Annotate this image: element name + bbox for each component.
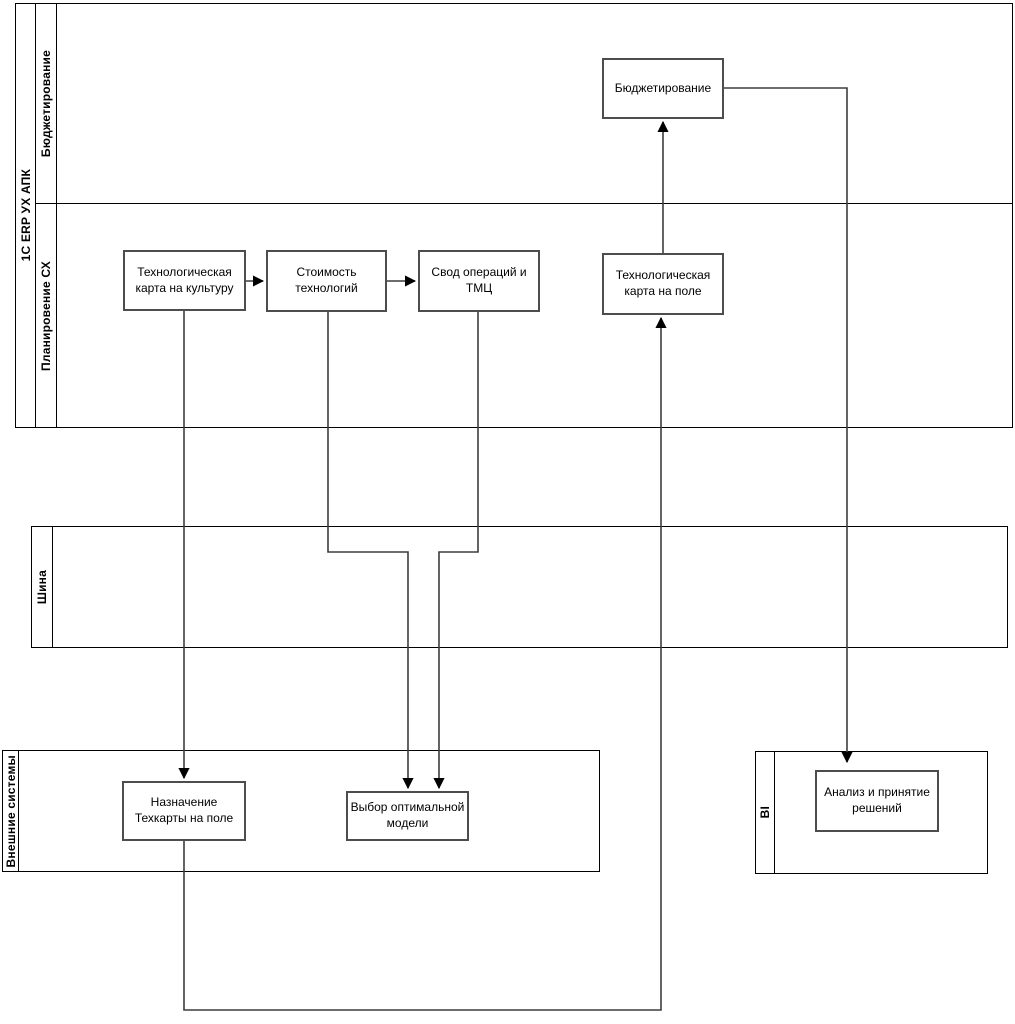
pool-external-systems[interactable]: Внешние системы (2, 750, 600, 872)
lane-planning-label-column: Планировение СХ (36, 204, 57, 427)
pool-bus[interactable]: Шина (31, 526, 1008, 648)
node-optimal-model-label: Выбор оптимальной модели (350, 800, 465, 830)
node-operations-summary-label: Свод операций и ТМЦ (431, 265, 527, 295)
edge-operations-to-model[interactable] (433, 312, 479, 790)
pool-bi[interactable]: BI (755, 751, 988, 874)
node-optimal-model[interactable]: Выбор оптимальной модели (346, 791, 469, 841)
pool-erp-title-column: 1С ERP УХ АПК (16, 4, 36, 427)
pool-external-systems-title-column: Внешние системы (3, 751, 19, 871)
node-cost-of-tech[interactable]: Стоимость технологий (266, 250, 387, 312)
edge-budgeting-to-bi[interactable] (724, 87, 853, 764)
node-tech-card-field[interactable]: Технологическая карта на поле (602, 253, 724, 315)
edge-assign-to-field[interactable] (183, 316, 667, 1011)
node-tech-card-culture[interactable]: Технологическая карта на культуру (123, 250, 246, 311)
pool-bi-title-column: BI (756, 752, 775, 873)
node-cost-of-tech-label: Стоимость технологий (295, 265, 358, 295)
node-operations-summary[interactable]: Свод операций и ТМЦ (418, 250, 540, 312)
pool-bus-title-column: Шина (32, 527, 53, 647)
lane-budgeting-label-column: Бюджетирование (36, 4, 57, 203)
edge-cost-to-model[interactable] (327, 312, 414, 790)
node-tech-card-field-label: Технологическая карта на поле (615, 268, 711, 298)
lane-budgeting[interactable]: Бюджетирование (36, 4, 1012, 204)
node-assign-tech-card-label: Назначение Техкарты на поле (134, 795, 234, 825)
node-assign-tech-card[interactable]: Назначение Техкарты на поле (122, 781, 246, 841)
node-tech-card-culture-label: Технологическая карта на культуру (135, 264, 234, 295)
lane-planning[interactable]: Планировение СХ (36, 204, 1012, 427)
node-analysis-decisions[interactable]: Анализ и принятие решений (815, 770, 939, 832)
pool-erp[interactable]: 1С ERP УХ АПК Бюджетирование Планировени… (15, 3, 1013, 428)
node-budgeting[interactable]: Бюджетирование (602, 58, 724, 119)
node-analysis-decisions-label: Анализ и принятие решений (824, 785, 930, 815)
node-budgeting-label: Бюджетирование (614, 80, 712, 95)
